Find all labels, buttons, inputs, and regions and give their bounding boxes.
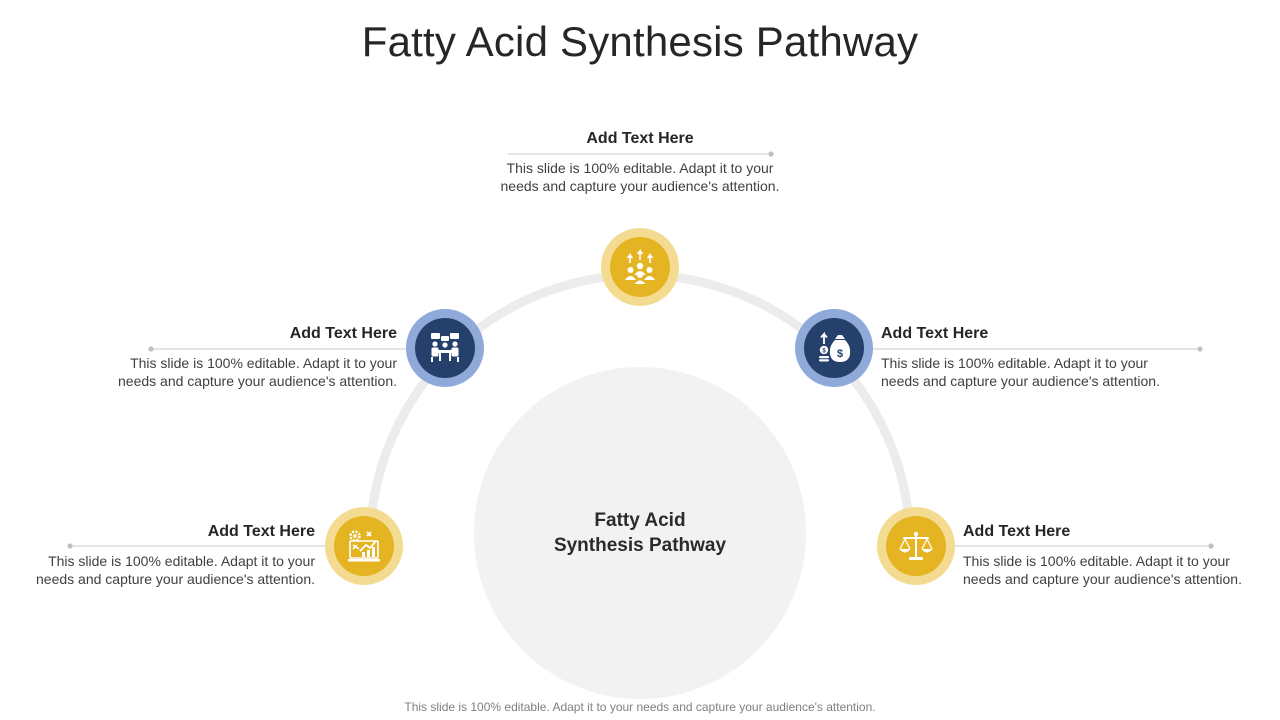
- description-lower-right: This slide is 100% editable. Adapt it to…: [963, 553, 1242, 587]
- money-bag-icon: $ $: [819, 331, 851, 362]
- connector-lower-right-dot: [1208, 543, 1214, 549]
- svg-text:$: $: [837, 348, 843, 360]
- connector-top-dot: [768, 151, 774, 157]
- center-label-line2: Synthesis Pathway: [553, 535, 727, 556]
- heading-lower-right: Add Text Here: [963, 523, 1071, 540]
- text-block-upper-left: Add Text Here This slide is 100% editabl…: [97, 324, 397, 390]
- node-upper-left: [406, 309, 484, 387]
- analytics-gear-icon: [348, 530, 380, 562]
- node-upper-right: $ $: [795, 309, 873, 387]
- center-label-line1: Fatty Acid: [594, 510, 686, 531]
- center-label: Fatty Acid Synthesis Pathway: [510, 508, 770, 558]
- description-upper-left: This slide is 100% editable. Adapt it to…: [118, 355, 397, 389]
- text-block-lower-left: Add Text Here This slide is 100% editabl…: [15, 522, 315, 588]
- description-upper-right: This slide is 100% editable. Adapt it to…: [881, 355, 1160, 389]
- text-block-lower-right: Add Text Here This slide is 100% editabl…: [963, 522, 1263, 588]
- balance-scale-icon: [899, 531, 933, 560]
- heading-lower-left: Add Text Here: [207, 523, 315, 540]
- text-block-upper-right: Add Text Here This slide is 100% editabl…: [881, 324, 1181, 390]
- description-lower-left: This slide is 100% editable. Adapt it to…: [36, 553, 315, 587]
- heading-top: Add Text Here: [586, 130, 694, 147]
- description-top: This slide is 100% editable. Adapt it to…: [500, 160, 780, 194]
- footer-note: This slide is 100% editable. Adapt it to…: [404, 700, 876, 714]
- connector-lower-left-dot: [67, 543, 73, 549]
- growth-team-icon: [625, 249, 655, 284]
- text-block-top: Add Text Here This slide is 100% editabl…: [490, 129, 790, 195]
- meeting-icon: [431, 333, 459, 362]
- node-top: [601, 228, 679, 306]
- node-lower-right: [877, 507, 955, 585]
- heading-upper-left: Add Text Here: [289, 325, 397, 342]
- svg-text:$: $: [822, 349, 826, 355]
- node-lower-left: [325, 507, 403, 585]
- center-circle: [474, 367, 806, 699]
- connector-upper-right-dot: [1197, 346, 1203, 352]
- page-title: Fatty Acid Synthesis Pathway: [361, 18, 919, 65]
- connector-upper-left-dot: [148, 346, 154, 352]
- heading-upper-right: Add Text Here: [881, 325, 989, 342]
